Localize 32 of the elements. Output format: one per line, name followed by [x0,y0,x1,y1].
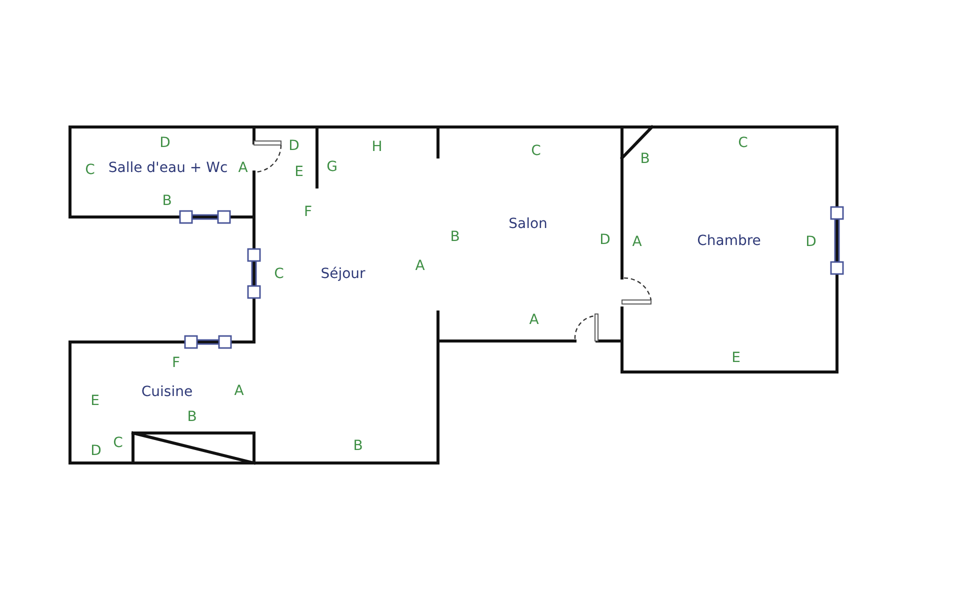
room-name: Salon [508,217,548,231]
wall-letter: E [294,165,304,179]
wall-letter: A [238,161,248,175]
wall-letter: B [353,439,363,453]
wall-letter: E [732,351,740,365]
wall-letter: C [85,163,95,177]
wall-letter: C [274,267,284,281]
wall-letter: B [640,152,650,166]
wall-letter: D [288,139,300,153]
room-name: Chambre [697,234,761,248]
wall-letter: F [172,356,180,370]
wall-letter: A [415,259,425,273]
room-name: Cuisine [141,385,193,399]
wall-letter: F [304,205,312,219]
wall-letter: C [738,136,748,150]
wall-letter: G [326,160,338,174]
wall-letter: D [806,235,816,249]
wall-letter: A [529,313,539,327]
wall-letter: D [600,233,610,247]
room-name: Salle d'eau + Wc [108,161,228,175]
room-name: Séjour [320,267,366,281]
wall-letter: A [632,235,642,249]
wall-letter: E [90,394,100,408]
wall-letter: D [160,136,170,150]
wall-letter: D [90,444,102,458]
wall-letter: B [450,230,460,244]
wall-letter: C [113,436,123,450]
wall-letter: B [162,194,172,208]
wall-letter: H [372,140,382,154]
wall-letter: A [234,384,244,398]
wall-letter: C [531,144,541,158]
wall-letter: B [187,410,197,424]
